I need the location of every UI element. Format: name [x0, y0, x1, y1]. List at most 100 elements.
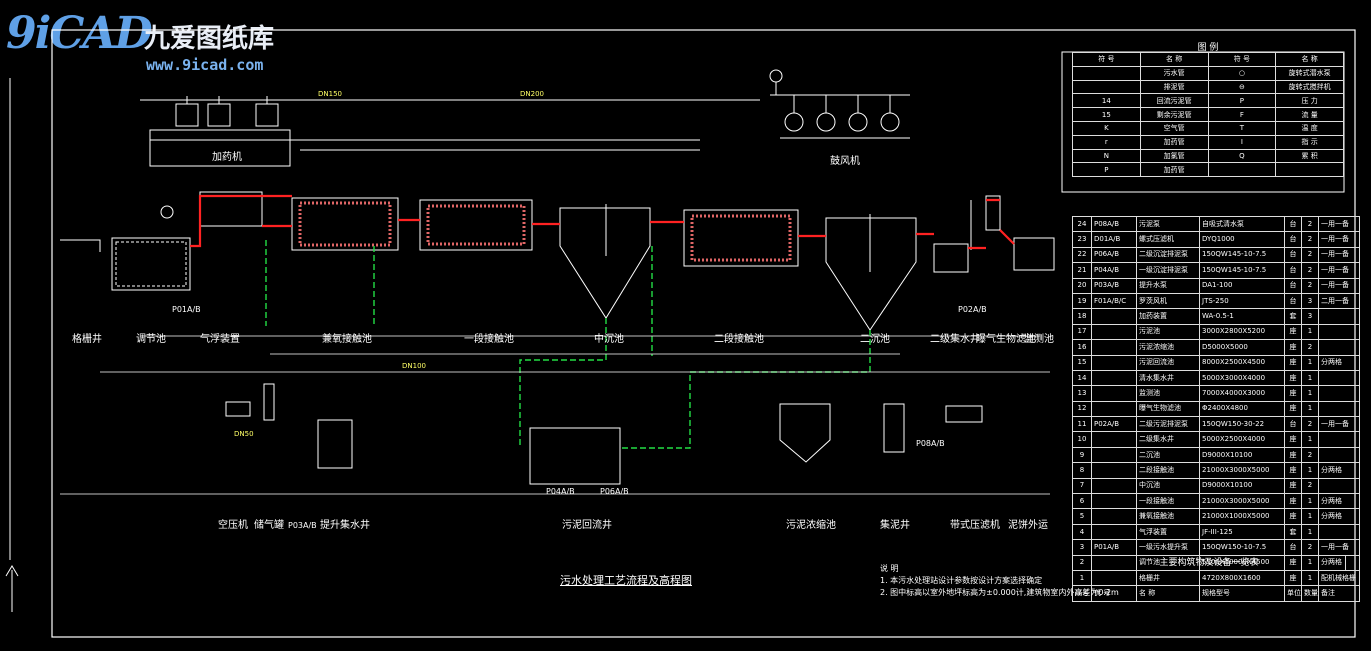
label-flotation: 气浮装置 [200, 332, 240, 345]
equalization-tank [60, 237, 191, 291]
equipment-cell: 14 [1072, 369, 1092, 387]
equipment-cell: 1 [1301, 400, 1319, 418]
equipment-cell: D9000X10100 [1199, 477, 1285, 495]
legend-symbol-name: 压 力 [1275, 93, 1344, 109]
equipment-cell: 20 [1072, 277, 1092, 294]
legend-line-name: 污水管 [1139, 65, 1209, 81]
equipment-cell: 座 [1284, 339, 1302, 356]
equipment-cell: 5000X2500X4000 [1199, 431, 1285, 448]
equipment-cell: 23 [1072, 231, 1092, 248]
equipment-cell: 3 [1072, 539, 1092, 556]
legend-line-name: 空气管 [1139, 120, 1209, 136]
equipment-cell: 中沉池 [1136, 477, 1200, 495]
equipment-cell: 1 [1301, 385, 1319, 402]
equipment-cell: 150QW145-10-7.5 [1199, 246, 1285, 264]
clear-well [933, 243, 969, 273]
equipment-cell: 2 [1301, 246, 1319, 264]
equipment-cell: 提升水泵 [1136, 277, 1200, 294]
equipment-cell [1318, 400, 1360, 418]
equipment-cell: 二级沉淀排泥泵 [1136, 246, 1200, 264]
legend-line-mark [1072, 79, 1141, 95]
legend-line-name: 剩余污泥管 [1139, 107, 1209, 122]
equipment-cell: 座 [1284, 462, 1302, 479]
equipment-cell: 2 [1301, 339, 1319, 356]
note-item: 1. 本污水处理站设计参数按设计方案选择确定 [880, 576, 1043, 585]
equipment-cell [1091, 339, 1137, 356]
legend-table: 符 号 名 称 符 号 名 称 污水管○旋转式潜水泵 排泥管⊖旋转式搅拌机 14… [1072, 52, 1344, 178]
label-filter: 带式压滤机 [950, 518, 1000, 531]
equipment-cell: 污泥回流池 [1136, 354, 1200, 371]
equipment-cell [1091, 523, 1137, 541]
equipment-cell [1091, 369, 1137, 387]
equipment-cell: P04A/B [1091, 262, 1137, 279]
equipment-cell: 1 [1301, 462, 1319, 479]
equipment-cell: 5 [1072, 508, 1092, 525]
equipment-cell: 曝气生物滤池 [1136, 400, 1200, 418]
equipment-cell: 一用一备 [1318, 215, 1360, 233]
label-baf: 曝气生物滤池 [976, 332, 1036, 345]
monitor-tank [1013, 237, 1055, 271]
legend-symbol: P [1207, 93, 1277, 109]
equipment-cell [1318, 339, 1360, 356]
equipment-cell: 一用一备 [1318, 246, 1360, 264]
drawing-title: 污水处理工艺流程及高程图 [560, 574, 692, 587]
equipment-cell: 一用一备 [1318, 231, 1360, 248]
equipment-cell: 2 [1301, 262, 1319, 279]
equipment-cell: 座 [1284, 431, 1302, 448]
equipment-cell: 150QW150-10-7.5 [1199, 539, 1285, 556]
equipment-cell: 4 [1072, 523, 1092, 541]
equipment-cell: 台 [1284, 539, 1302, 556]
equipment-cell: 二级污泥排泥泵 [1136, 416, 1200, 433]
equipment-cell: 18 [1072, 308, 1092, 325]
label-p08: P08A/B [916, 439, 945, 448]
equipment-cell: Φ2400X4800 [1199, 400, 1285, 418]
label-grid-well: 格栅井 [72, 332, 102, 345]
legend-header-cell: 符 号 [1207, 52, 1277, 67]
label-monitor: 监测池 [1024, 332, 1054, 345]
equipment-cell: 21000X1000X5000 [1199, 508, 1285, 525]
equipment-caption: 主要构筑物及设备一览表 [1072, 555, 1346, 571]
equipment-cell: 11 [1072, 416, 1092, 433]
equipment-cell: 9 [1072, 446, 1092, 464]
equipment-cell: 座 [1284, 477, 1302, 495]
label-mid-settle: 中沉池 [594, 332, 624, 345]
legend-header-cell: 名 称 [1139, 52, 1209, 67]
equipment-cell: 座 [1284, 354, 1302, 371]
equipment-cell [1091, 323, 1137, 341]
equipment-cell: 21 [1072, 262, 1092, 279]
equipment-cell: 台 [1284, 231, 1302, 248]
equipment-cell [1091, 431, 1137, 448]
equipment-cell: P01A/B [1091, 539, 1137, 556]
equipment-cell: 2 [1301, 231, 1319, 248]
equipment-cell: 分两格 [1318, 354, 1360, 371]
equipment-cell: 兼氧接触池 [1136, 508, 1200, 525]
equipment-footer-cell: 单位 [1284, 585, 1302, 602]
bottom-equipment [225, 383, 983, 485]
equipment-cell: 座 [1284, 323, 1302, 341]
equipment-cell [1091, 477, 1137, 495]
label-cake: 泥饼外运 [1008, 518, 1048, 531]
label-contact1: 一段接触池 [464, 332, 514, 345]
notes: 说 明 1. 本污水处理站设计参数按设计方案选择确定 2. 图中标高以室外地坪标… [880, 563, 1119, 599]
equipment-footer: 序号代 号名 称规格型号单位数量备注 [1072, 585, 1360, 602]
equipment-cell: 一段接触池 [1136, 493, 1200, 510]
contact1-media [426, 204, 526, 246]
legend-symbol-name: 旋转式搅拌机 [1275, 79, 1344, 95]
legend-symbol: Q [1207, 148, 1277, 164]
equipment-cell: JF-III-125 [1199, 523, 1285, 541]
equipment-cell: F01A/B/C [1091, 292, 1137, 310]
final-settling-tank [825, 214, 917, 331]
